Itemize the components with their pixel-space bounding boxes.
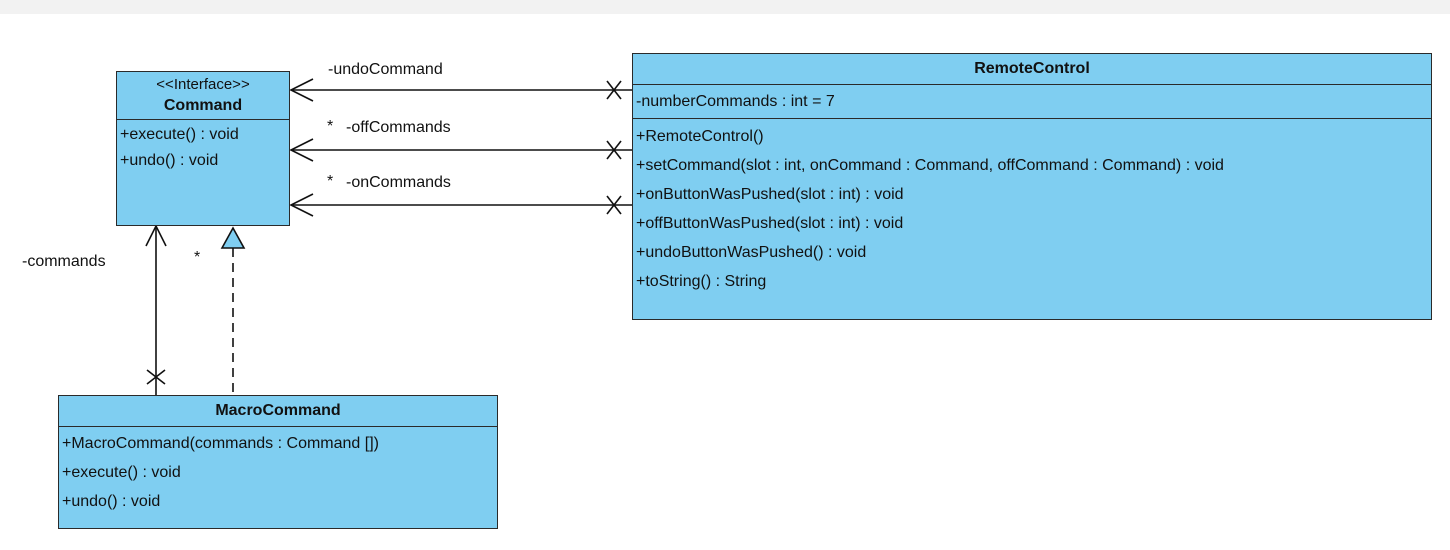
remote-control-operation: +RemoteControl() (636, 128, 764, 145)
on-commands-multiplicity-label: * (327, 173, 334, 190)
commands-multiplicity-label: * (194, 249, 201, 266)
remote-control-class-name: RemoteControl (974, 60, 1090, 77)
undo-command-nav-x-2 (606, 80, 622, 100)
remote-control-operation: +onButtonWasPushed(slot : int) : void (636, 186, 904, 203)
macro-command-operation: +undo() : void (62, 493, 161, 510)
remote-control-class-header: RemoteControl (633, 54, 1431, 85)
remote-control-operation: +offButtonWasPushed(slot : int) : void (636, 215, 904, 232)
command-operation: +undo() : void (120, 152, 219, 169)
off-commands-nav-x-2 (606, 140, 622, 160)
off-commands-role-label: -offCommands (346, 119, 451, 136)
command-stereotype: <<Interface>> (156, 76, 250, 93)
command-class-name: Command (163, 97, 243, 114)
command-operation: +execute() : void (120, 126, 239, 143)
remote-control-attributes: -numberCommands : int = 7 (633, 85, 1431, 119)
remote-control-class[interactable]: RemoteControl -numberCommands : int = 7 … (632, 53, 1432, 320)
on-commands-arrowhead (289, 193, 314, 217)
commands-nav-x-2 (146, 369, 166, 385)
undo-command-role-label: -undoCommand (328, 61, 443, 78)
remote-control-operation: +toString() : String (636, 273, 767, 290)
macro-command-class[interactable]: MacroCommand +MacroCommand(commands : Co… (58, 395, 498, 529)
macro-command-operations: +MacroCommand(commands : Command []) +ex… (59, 427, 497, 516)
remote-control-operation: +setCommand(slot : int, onCommand : Comm… (636, 157, 1224, 174)
macro-command-class-name: MacroCommand (215, 402, 341, 419)
command-class-header: <<Interface>> Command (117, 72, 289, 120)
macro-command-operation: +execute() : void (62, 464, 181, 481)
on-commands-role-label: -onCommands (346, 174, 451, 191)
remote-control-operation: +undoButtonWasPushed() : void (636, 244, 867, 261)
commands-role-label: -commands (22, 253, 106, 270)
commands-arrowhead (145, 224, 167, 247)
remote-control-operations: +RemoteControl() +setCommand(slot : int,… (633, 119, 1431, 296)
realization-triangle (220, 226, 246, 249)
command-operations: +execute() : void +undo() : void (117, 120, 289, 174)
command-class[interactable]: <<Interface>> Command +execute() : void … (116, 71, 290, 226)
undo-command-arrowhead (289, 78, 314, 102)
remote-control-attribute: -numberCommands : int = 7 (636, 93, 835, 110)
macro-command-operation: +MacroCommand(commands : Command []) (62, 435, 379, 452)
macro-command-class-header: MacroCommand (59, 396, 497, 427)
off-commands-arrowhead (289, 138, 314, 162)
on-commands-nav-x-2 (606, 195, 622, 215)
off-commands-multiplicity-label: * (327, 118, 334, 135)
